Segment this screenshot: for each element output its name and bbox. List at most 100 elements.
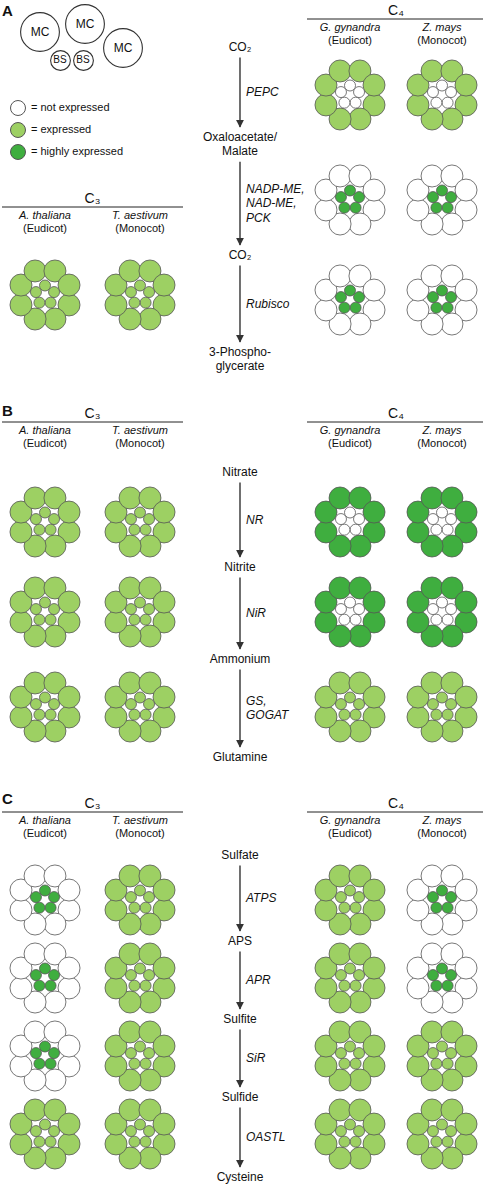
mesophyll-cell bbox=[44, 625, 66, 647]
mesophyll-cell bbox=[363, 279, 385, 301]
mesophyll-cell bbox=[10, 899, 32, 921]
bundle-sheath-cell bbox=[129, 1136, 140, 1147]
bundle-sheath-cell bbox=[335, 514, 346, 525]
leaf-cross-section bbox=[10, 672, 80, 742]
bundle-sheath-cell bbox=[442, 980, 453, 991]
bundle-sheath-cell bbox=[140, 1136, 151, 1147]
mesophyll-cell bbox=[441, 1147, 463, 1169]
bundle-sheath-cell bbox=[49, 287, 60, 298]
mesophyll-cell bbox=[421, 1099, 443, 1121]
bundle-sheath-cell bbox=[339, 709, 350, 720]
bundle-sheath-cell bbox=[431, 709, 442, 720]
mesophyll-cell bbox=[407, 199, 429, 221]
mesophyll-cell bbox=[363, 957, 385, 979]
bundle-sheath-cell bbox=[446, 699, 457, 710]
mesophyll-cell bbox=[139, 535, 161, 557]
pathway-arrow bbox=[239, 577, 240, 649]
mesophyll-cell bbox=[10, 1055, 32, 1077]
plant-group: (Eudicot) bbox=[328, 34, 372, 47]
mesophyll-cell bbox=[421, 865, 443, 887]
bundle-sheath-cell bbox=[427, 192, 438, 203]
mesophyll-cell bbox=[349, 913, 371, 935]
enzyme-name: Rubisco bbox=[246, 297, 289, 311]
metabolite-name: Sulfite bbox=[223, 1012, 256, 1026]
bundle-sheath-cell bbox=[350, 97, 361, 108]
mesophyll-cell bbox=[44, 1069, 66, 1091]
mesophyll-cell bbox=[329, 165, 351, 187]
bundle-sheath-cell bbox=[140, 709, 151, 720]
circle-shape bbox=[66, 5, 105, 44]
bundle-sheath-cell bbox=[335, 292, 346, 303]
mesophyll-cell bbox=[119, 577, 141, 599]
bundle-sheath-cell bbox=[140, 297, 151, 308]
species-name: T. aestivum bbox=[112, 814, 168, 827]
mesophyll-cell bbox=[329, 943, 351, 965]
metabolite-name: Sulfate bbox=[221, 848, 258, 862]
mesophyll-cell bbox=[24, 577, 46, 599]
leaf-cross-section bbox=[407, 265, 477, 335]
mesophyll-cell bbox=[10, 706, 32, 728]
enzyme-name: PEPC bbox=[246, 85, 279, 99]
bundle-sheath-cell bbox=[34, 297, 45, 308]
bundle-sheath-cell bbox=[125, 514, 136, 525]
bundle-sheath-cell bbox=[45, 524, 56, 535]
circle-shape bbox=[50, 50, 70, 70]
mesophyll-cell bbox=[58, 591, 80, 613]
mesophyll-cell bbox=[315, 899, 337, 921]
bundle-sheath-cell bbox=[442, 524, 453, 535]
enzyme-name: NiR bbox=[246, 606, 266, 620]
bundle-sheath-cell bbox=[140, 902, 151, 913]
bundle-sheath-cell bbox=[339, 302, 350, 313]
bundle-sheath-cell bbox=[339, 97, 350, 108]
leaf-cross-section bbox=[105, 865, 175, 935]
mesophyll-cell bbox=[407, 94, 429, 116]
leaf-cross-section bbox=[10, 1099, 80, 1169]
bundle-sheath-cell bbox=[49, 970, 60, 981]
mesophyll-cell bbox=[105, 294, 127, 316]
plant-group: (Monocot) bbox=[417, 34, 467, 47]
bundle-sheath-cell bbox=[350, 1058, 361, 1069]
bundle-sheath-cell bbox=[354, 970, 365, 981]
mesophyll-cell bbox=[153, 957, 175, 979]
plant-group: (Eudicot) bbox=[23, 827, 67, 840]
mesophyll-cell bbox=[349, 1147, 371, 1169]
legend-text: = highly expressed bbox=[31, 145, 123, 158]
leaf-cross-section bbox=[105, 1099, 175, 1169]
bundle-sheath-cell bbox=[129, 980, 140, 991]
bundle-sheath-cell bbox=[125, 892, 136, 903]
mesophyll-cell bbox=[315, 611, 337, 633]
bundle-sheath-cell bbox=[446, 514, 457, 525]
mesophyll-cell bbox=[153, 274, 175, 296]
cell-type-label: BS bbox=[53, 54, 66, 66]
mesophyll-cell bbox=[315, 521, 337, 543]
panel-letter: C bbox=[2, 790, 13, 808]
mesophyll-cell bbox=[105, 706, 127, 728]
bundle-sheath-cell bbox=[350, 709, 361, 720]
plant-group: (Eudicot) bbox=[23, 222, 67, 235]
enzyme-name: NR bbox=[246, 513, 263, 527]
species-name: G. gynandra bbox=[320, 814, 381, 827]
bundle-sheath-cell bbox=[446, 1048, 457, 1059]
mesophyll-cell bbox=[421, 577, 443, 599]
mesophyll-cell bbox=[153, 501, 175, 523]
bundle-sheath-cell bbox=[427, 970, 438, 981]
plant-group: (Eudicot) bbox=[328, 437, 372, 450]
mesophyll-cell bbox=[315, 977, 337, 999]
metabolite: CO₂ bbox=[229, 248, 252, 262]
bundle-sheath-cell bbox=[45, 980, 56, 991]
bundle-sheath-cell bbox=[129, 1058, 140, 1069]
bundle-sheath-cell bbox=[144, 604, 155, 615]
mesophyll-cell bbox=[44, 913, 66, 935]
metabolite: Oxaloacetate/ Malate bbox=[197, 130, 283, 159]
mesophyll-cell bbox=[421, 487, 443, 509]
legend-swatch bbox=[10, 122, 26, 138]
pathway-arrow bbox=[239, 1029, 240, 1087]
circle-shape bbox=[21, 13, 60, 52]
mesophyll-cell bbox=[455, 279, 477, 301]
species-name: T. aestivum bbox=[112, 424, 168, 437]
legend-text: = expressed bbox=[31, 123, 91, 136]
bundle-sheath-cell bbox=[335, 892, 346, 903]
bundle-sheath-cell bbox=[427, 292, 438, 303]
mesophyll-cell bbox=[363, 1113, 385, 1135]
header-rule bbox=[2, 812, 183, 813]
